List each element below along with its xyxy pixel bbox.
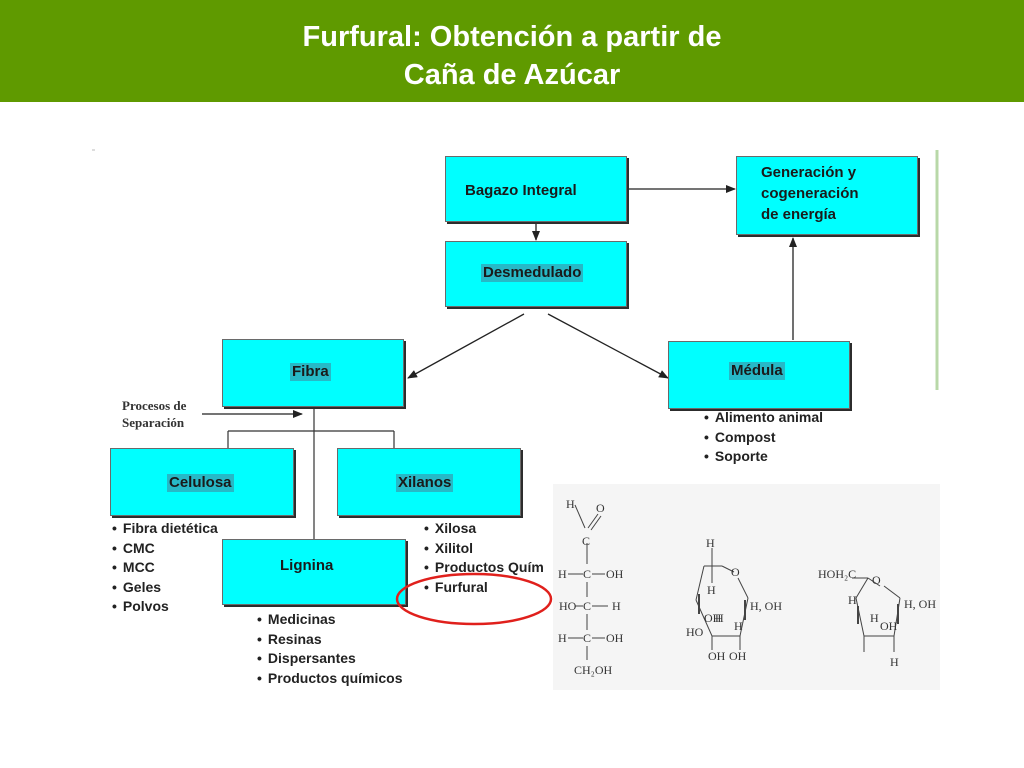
- node-fibra: Fibra: [222, 339, 404, 407]
- list-item: Fibra dietética: [112, 519, 218, 539]
- node-generacion-energia: Generación y cogeneración de energía: [736, 156, 918, 235]
- node-generacion-line-2: cogeneración: [761, 185, 859, 202]
- node-xilanos: Xilanos: [337, 448, 521, 516]
- chem-label: OH: [704, 611, 722, 625]
- chem-label: O: [596, 501, 605, 515]
- medula-products-list: Alimento animal Compost Soporte: [704, 408, 823, 467]
- chem-label: HO: [686, 625, 704, 639]
- xylopyranose-ring-structure: [695, 548, 749, 650]
- xylose-open-chain-structure: [568, 504, 608, 660]
- node-celulosa: Celulosa: [110, 448, 294, 516]
- list-item: Xilosa: [424, 519, 552, 539]
- xylofuranose-ring-structure: [852, 577, 901, 652]
- chem-label: H: [566, 497, 575, 511]
- chem-label: H: [612, 599, 621, 613]
- chem-label: H: [870, 611, 879, 625]
- arrow-desmedulado-to-medula: [547, 313, 669, 379]
- chem-label: OH: [606, 567, 624, 581]
- chem-label: C: [583, 567, 591, 581]
- chem-label: H: [848, 593, 857, 607]
- chem-label: OH: [880, 619, 898, 633]
- chem-label: C: [583, 599, 591, 613]
- list-item: Polvos: [112, 597, 218, 617]
- chem-label: H: [558, 631, 567, 645]
- list-item: Compost: [704, 428, 823, 448]
- chem-label: O: [731, 565, 740, 579]
- list-item: Productos Quím: [424, 558, 552, 578]
- list-item: Soporte: [704, 447, 823, 467]
- list-item: CMC: [112, 539, 218, 559]
- separation-label-line-2: Separación: [122, 415, 185, 430]
- node-celulosa-label: Celulosa: [167, 474, 234, 492]
- slide-title-line-2: Caña de Azúcar: [403, 59, 621, 91]
- chem-label: CH₂OH: [574, 663, 613, 677]
- chemistry-panel-background: [553, 484, 940, 690]
- node-fibra-label: Fibra: [290, 363, 331, 381]
- list-item: Xilitol: [424, 539, 552, 559]
- chem-label: H: [707, 583, 716, 597]
- node-xilanos-label: Xilanos: [396, 474, 454, 492]
- list-item: Dispersantes: [257, 649, 402, 669]
- arrow-desmedulado-to-fibra: [407, 313, 525, 379]
- separation-label-line-1: Procesos de: [122, 398, 187, 413]
- chem-label: HOH₂C: [818, 567, 856, 581]
- furfural-highlight-ellipse: [395, 572, 553, 626]
- node-desmedulado: Desmedulado: [445, 241, 627, 307]
- chem-label: H, OH: [904, 597, 936, 611]
- xilanos-products-list: Xilosa Xilitol Productos Quím Furfural: [424, 519, 552, 597]
- chem-label: H: [715, 611, 724, 625]
- list-item: Resinas: [257, 630, 402, 650]
- node-desmedulado-label: Desmedulado: [481, 264, 584, 282]
- chem-label: H: [734, 619, 743, 633]
- chem-label: H: [706, 536, 715, 550]
- chem-label: OH: [708, 649, 726, 663]
- node-medula: Médula: [668, 341, 850, 409]
- list-item: MCC: [112, 558, 218, 578]
- node-generacion-line-3: de energía: [761, 206, 837, 223]
- node-lignina: Lignina: [222, 539, 406, 605]
- celulosa-products-list: Fibra dietética CMC MCC Geles Polvos: [112, 519, 218, 617]
- chem-label: OH: [606, 631, 624, 645]
- node-bagazo-integral-label: Bagazo Integral: [465, 182, 577, 199]
- slide-header: Furfural: Obtención a partir de Caña de …: [0, 0, 1024, 102]
- chem-label: C: [582, 534, 590, 548]
- chem-label: H: [890, 655, 899, 669]
- chem-label: H: [558, 567, 567, 581]
- chem-label: OH: [729, 649, 747, 663]
- node-generacion-line-1: Generación y: [761, 164, 857, 181]
- node-bagazo-integral: Bagazo Integral: [445, 156, 627, 222]
- chem-label: O: [872, 573, 881, 587]
- list-item: Medicinas: [257, 610, 402, 630]
- node-medula-label: Médula: [729, 362, 785, 380]
- lignina-products-list: Medicinas Resinas Dispersantes Productos…: [257, 610, 403, 689]
- chem-label: HO: [559, 599, 577, 613]
- slide-title-line-1: Furfural: Obtención a partir de: [302, 21, 722, 53]
- node-lignina-label: Lignina: [280, 557, 334, 574]
- list-item: Geles: [112, 578, 218, 598]
- chem-label: H, OH: [750, 599, 782, 613]
- list-item: Alimento animal: [704, 408, 823, 428]
- list-item: Productos químicos: [257, 669, 403, 689]
- chem-label: C: [583, 631, 591, 645]
- list-item: Furfural: [424, 578, 552, 598]
